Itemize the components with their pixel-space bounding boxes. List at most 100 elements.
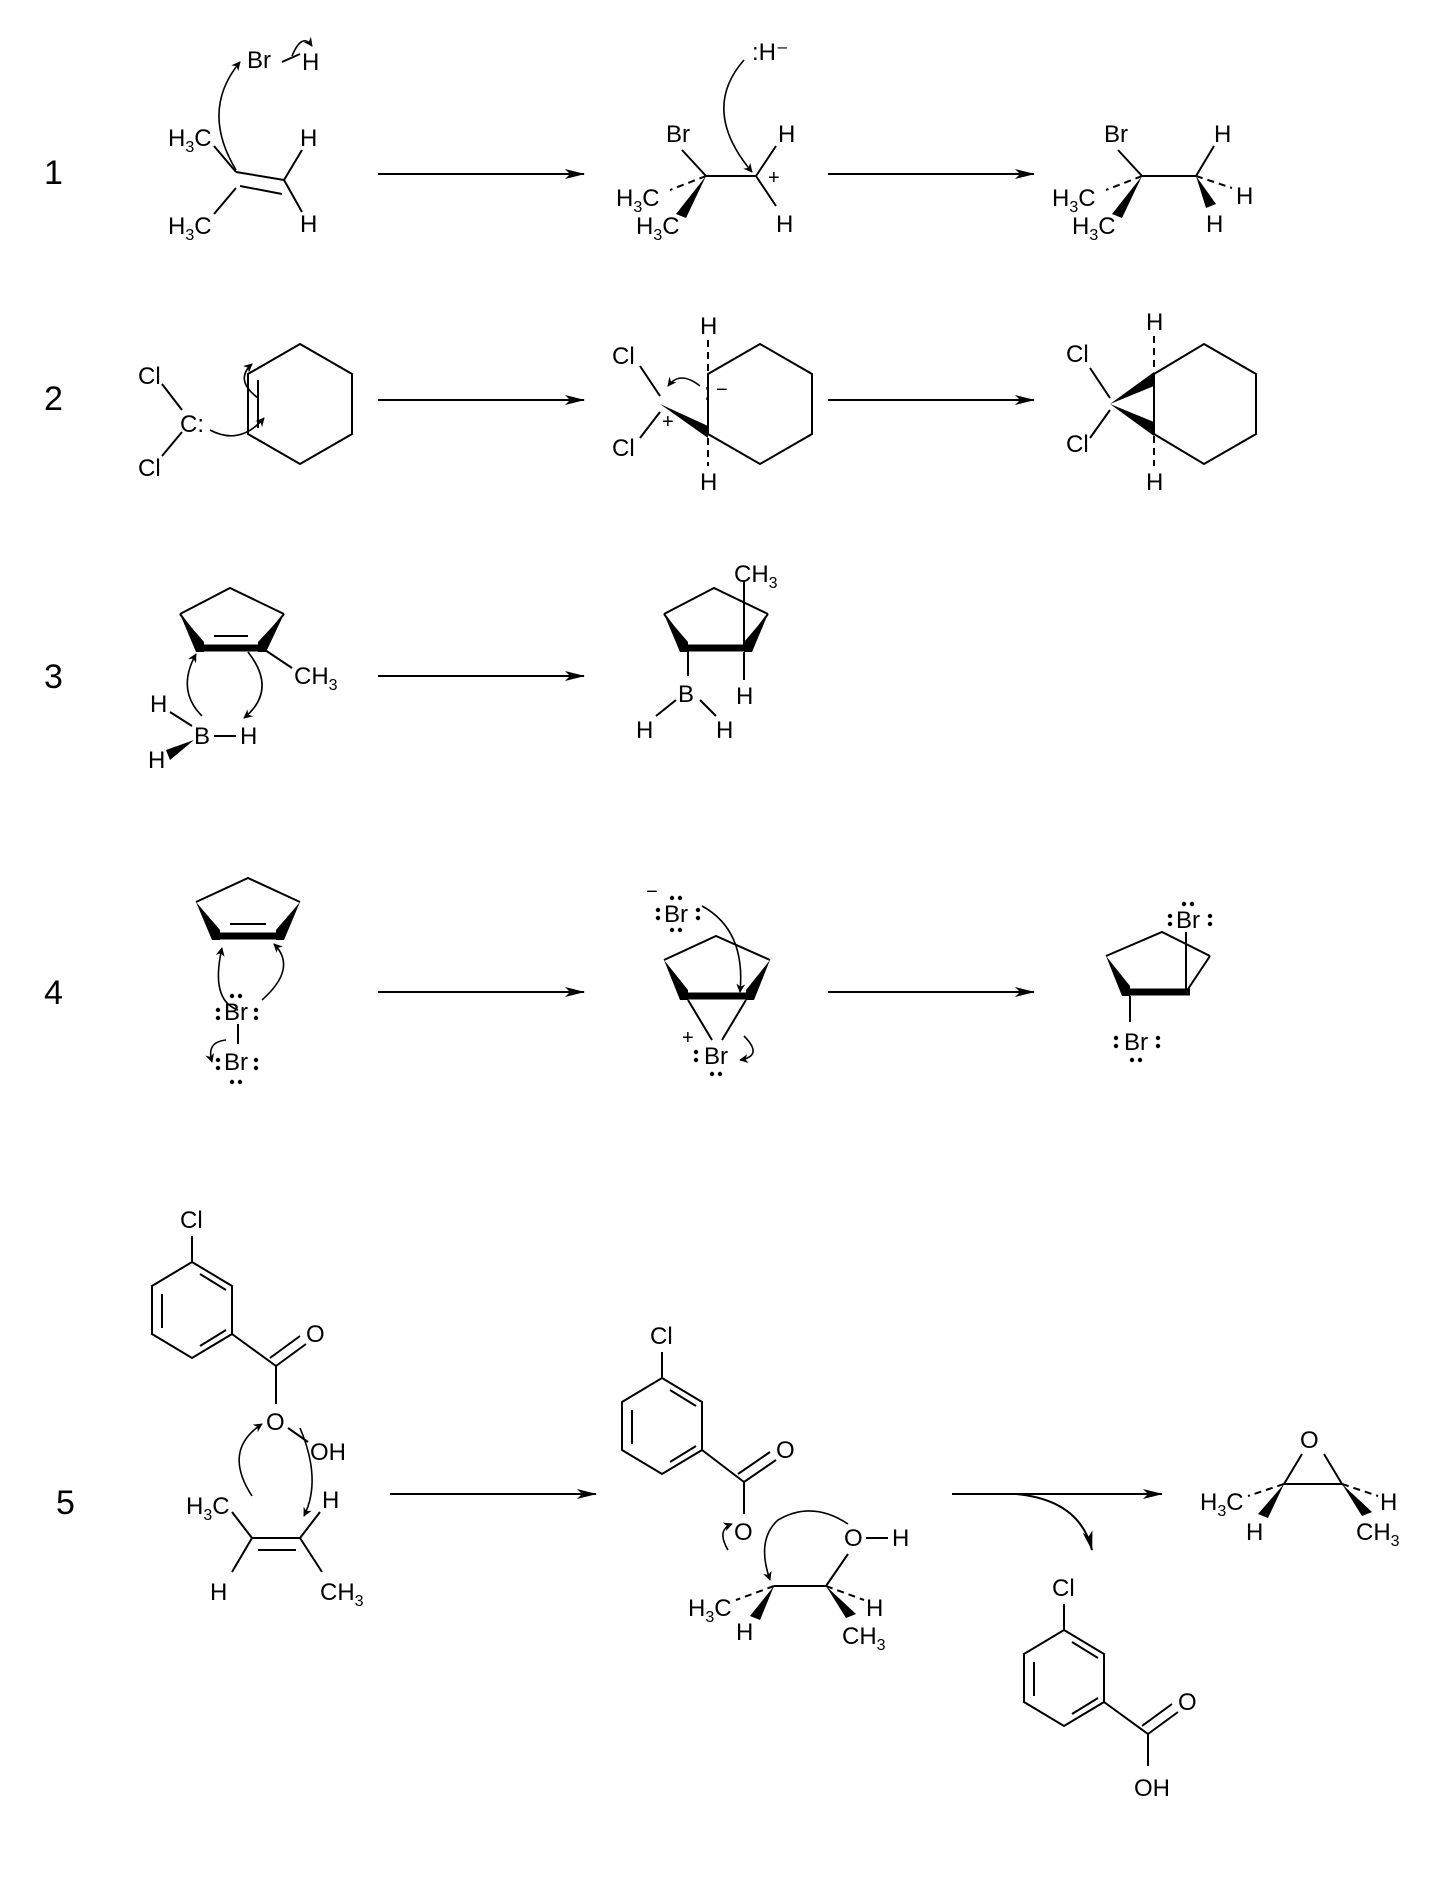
carbene-carbon: C:: [180, 411, 204, 438]
atom-cl: Cl: [612, 435, 635, 462]
row5-epoxide-product: O H3C H H CH3: [1200, 1427, 1400, 1550]
atom-o: O: [734, 1519, 753, 1546]
hydroxyl-oh: OH: [1134, 1775, 1170, 1802]
row5-benzoic-acid-byproduct: Cl O OH: [1023, 1575, 1197, 1802]
row5-transition-state: Cl O O O H H3C H H CH3: [621, 1323, 909, 1654]
atom-o: O: [266, 1409, 285, 1436]
atom-h: H: [322, 1487, 339, 1514]
atom-h: H: [210, 1579, 227, 1606]
atom-b: B: [678, 681, 694, 708]
atom-h: H: [1146, 309, 1163, 336]
atom-o: O: [1178, 1689, 1197, 1716]
step-number-3: 3: [44, 658, 63, 696]
atom-br: Br: [666, 121, 690, 148]
curly-arrow-oh-to-c: [299, 1427, 313, 1517]
positive-charge: +: [662, 411, 674, 433]
atom-o: O: [306, 1321, 325, 1348]
atom-h: H: [1236, 183, 1253, 210]
atom-h: H: [700, 469, 717, 496]
atom-cl: Cl: [612, 343, 635, 370]
atom-h: H: [892, 1525, 909, 1552]
atom-br: Br: [664, 901, 688, 928]
hydroxyl-oh: OH: [310, 1439, 346, 1466]
curly-arrow-pi-to-o: [238, 1423, 263, 1497]
curly-arrow-pi: [242, 363, 259, 399]
atom-h: H: [636, 717, 653, 744]
curly-arrow-pi-to-b: [186, 653, 203, 717]
curly-arrow-o-lone-pair: [722, 1522, 733, 1551]
carbanion: :: [704, 379, 711, 406]
atom-br: Br: [224, 1049, 248, 1076]
curly-arrow-bh-to-c: [243, 651, 263, 719]
curly-arrow-pi-to-h: [218, 61, 241, 171]
curly-arrow-pi-to-br: [261, 943, 285, 1001]
methyl-h3c: H3C: [1052, 185, 1096, 216]
atom-h: H: [700, 313, 717, 340]
row2-reactant: Cl Cl C:: [138, 342, 353, 482]
step-number-4: 4: [44, 974, 63, 1012]
curly-arrow-carbene: [209, 417, 265, 437]
benzene-ring: [151, 1260, 233, 1360]
atom-h: H: [776, 211, 793, 238]
atom-h: H: [736, 683, 753, 710]
atom-br: Br: [1104, 121, 1128, 148]
hydride-ion: :H⁻: [752, 39, 789, 66]
atom-o: O: [844, 1525, 863, 1552]
atom-h: H: [300, 211, 317, 238]
atom-h: H: [240, 723, 257, 750]
atom-h: H: [1380, 1489, 1397, 1516]
atom-h: H: [148, 747, 165, 774]
atom-h: H: [1246, 1519, 1263, 1546]
atom-h: H: [866, 1595, 883, 1622]
atom-cl: Cl: [1066, 341, 1089, 368]
curly-arrow-hbr: [291, 36, 313, 57]
atom-o: O: [1300, 1427, 1319, 1454]
atom-br: Br: [1124, 1029, 1148, 1056]
negative-charge: −: [716, 379, 728, 401]
atom-br: Br: [1176, 907, 1200, 934]
methyl-h3c: H3C: [186, 1493, 230, 1524]
step-number-5: 5: [56, 1484, 75, 1522]
row1-intermediate: :H⁻ Br H H + H3C H3C: [616, 39, 795, 244]
row3-product: CH3 B H H H: [636, 561, 778, 744]
step-number-1: 1: [44, 154, 63, 192]
row4-product: Br Br: [1105, 901, 1213, 1063]
row3-reactant: CH3 H B H H: [148, 586, 338, 774]
atom-h: H: [716, 717, 733, 744]
row4-reactant: Br Br: [195, 876, 301, 1085]
methyl-h3c: H3C: [1200, 1489, 1244, 1520]
curly-arrow-ring-open: [739, 1035, 754, 1064]
atom-h: H: [150, 691, 167, 718]
atom-cl: Cl: [138, 363, 161, 390]
atom-o: O: [776, 1437, 795, 1464]
atom-br: Br: [224, 999, 248, 1026]
curly-arrow-hydride: [723, 59, 753, 173]
stereo-wedge: [676, 176, 706, 218]
row2-product: H Cl Cl H: [1066, 309, 1257, 496]
row5-mcpba: Cl O O OH H3C H H CH3: [151, 1207, 364, 1610]
row4-intermediate: − Br + Br: [646, 881, 771, 1077]
atom-cl: Cl: [180, 1207, 203, 1234]
atom-cl: Cl: [1052, 1575, 1075, 1602]
methyl-h3c: H3C: [1072, 213, 1116, 244]
atom-h: H: [1146, 469, 1163, 496]
methyl-ch3: CH3: [734, 561, 778, 592]
atom-h: H: [778, 121, 795, 148]
row1-product: Br H H H H3C H3C: [1052, 121, 1253, 244]
atom-cl: Cl: [1066, 431, 1089, 458]
methyl-ch3: CH3: [320, 1579, 364, 1610]
methyl-h3c-top: H3C: [168, 125, 212, 156]
negative-charge: −: [646, 881, 658, 903]
methyl-ch3: CH3: [1356, 1519, 1400, 1550]
step-number-2: 2: [44, 380, 63, 418]
atom-h: H: [736, 1619, 753, 1646]
methyl-h3c-bottom: H3C: [168, 213, 212, 244]
curly-arrow-oh-to-alkene: [763, 1510, 849, 1581]
curly-arrow-br-attack: [701, 905, 746, 993]
curly-arrow-br-to-pi: [215, 947, 239, 1011]
positive-charge: +: [768, 167, 780, 189]
cyclohexene-ring: [247, 342, 353, 466]
byproduct-arrow-5: [1015, 1493, 1093, 1551]
methyl-ch3: CH3: [842, 1623, 886, 1654]
